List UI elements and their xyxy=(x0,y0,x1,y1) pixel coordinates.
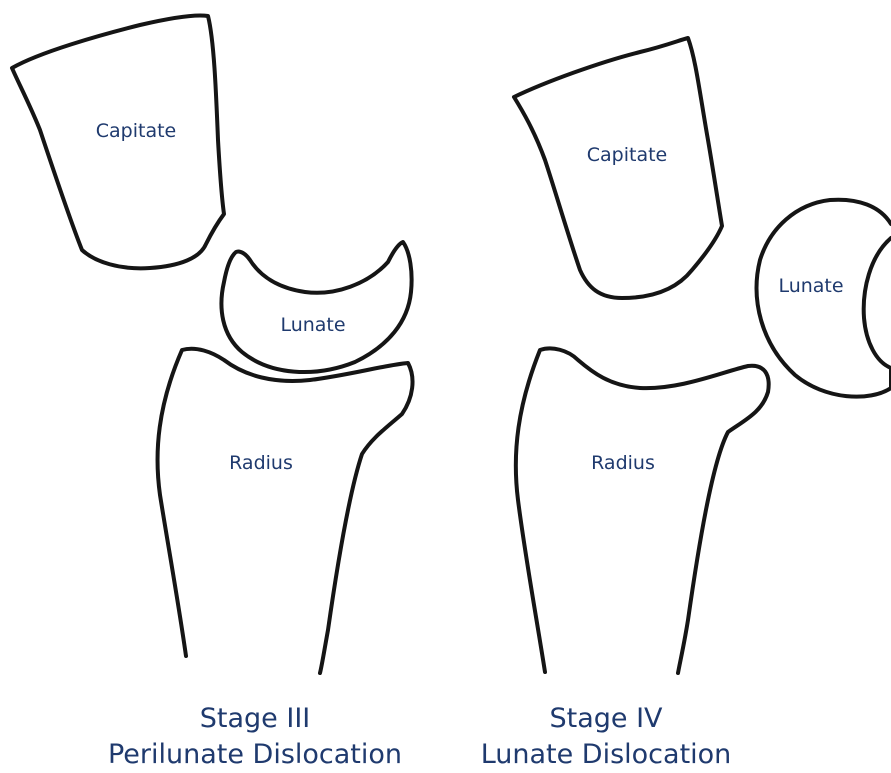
stage-4-lunate-label: Lunate xyxy=(778,275,843,297)
stage-3-panel: Capitate Lunate Radius Stage III Perilun… xyxy=(12,15,413,770)
stage-3-radius-label: Radius xyxy=(229,452,293,474)
stage-3-caption-title: Stage III xyxy=(200,703,311,734)
stage-3-caption-subtitle: Perilunate Dislocation xyxy=(108,739,402,770)
stage-3-lunate-label: Lunate xyxy=(280,314,345,336)
stage-4-capitate-label: Capitate xyxy=(587,144,667,166)
stage-3-lunate-outline xyxy=(221,242,411,372)
stage-4-capitate-outline xyxy=(514,38,722,298)
stage-4-panel: Capitate Lunate Radius Stage IV Lunate D… xyxy=(481,38,891,770)
stage-3-capitate-label: Capitate xyxy=(96,120,176,142)
stage-4-lunate-outline xyxy=(757,200,891,397)
stage-4-caption-subtitle: Lunate Dislocation xyxy=(481,739,732,770)
stage-3-radius-outline xyxy=(158,349,413,673)
stage-4-radius-label: Radius xyxy=(591,452,655,474)
stage-4-caption-title: Stage IV xyxy=(549,703,663,734)
stage-4-radius-outline xyxy=(516,348,769,673)
